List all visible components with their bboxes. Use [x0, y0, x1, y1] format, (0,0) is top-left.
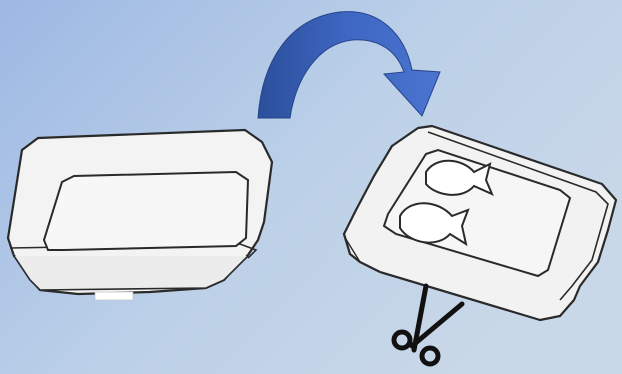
tray-inner-well [44, 172, 248, 250]
tray-tab [95, 292, 133, 300]
